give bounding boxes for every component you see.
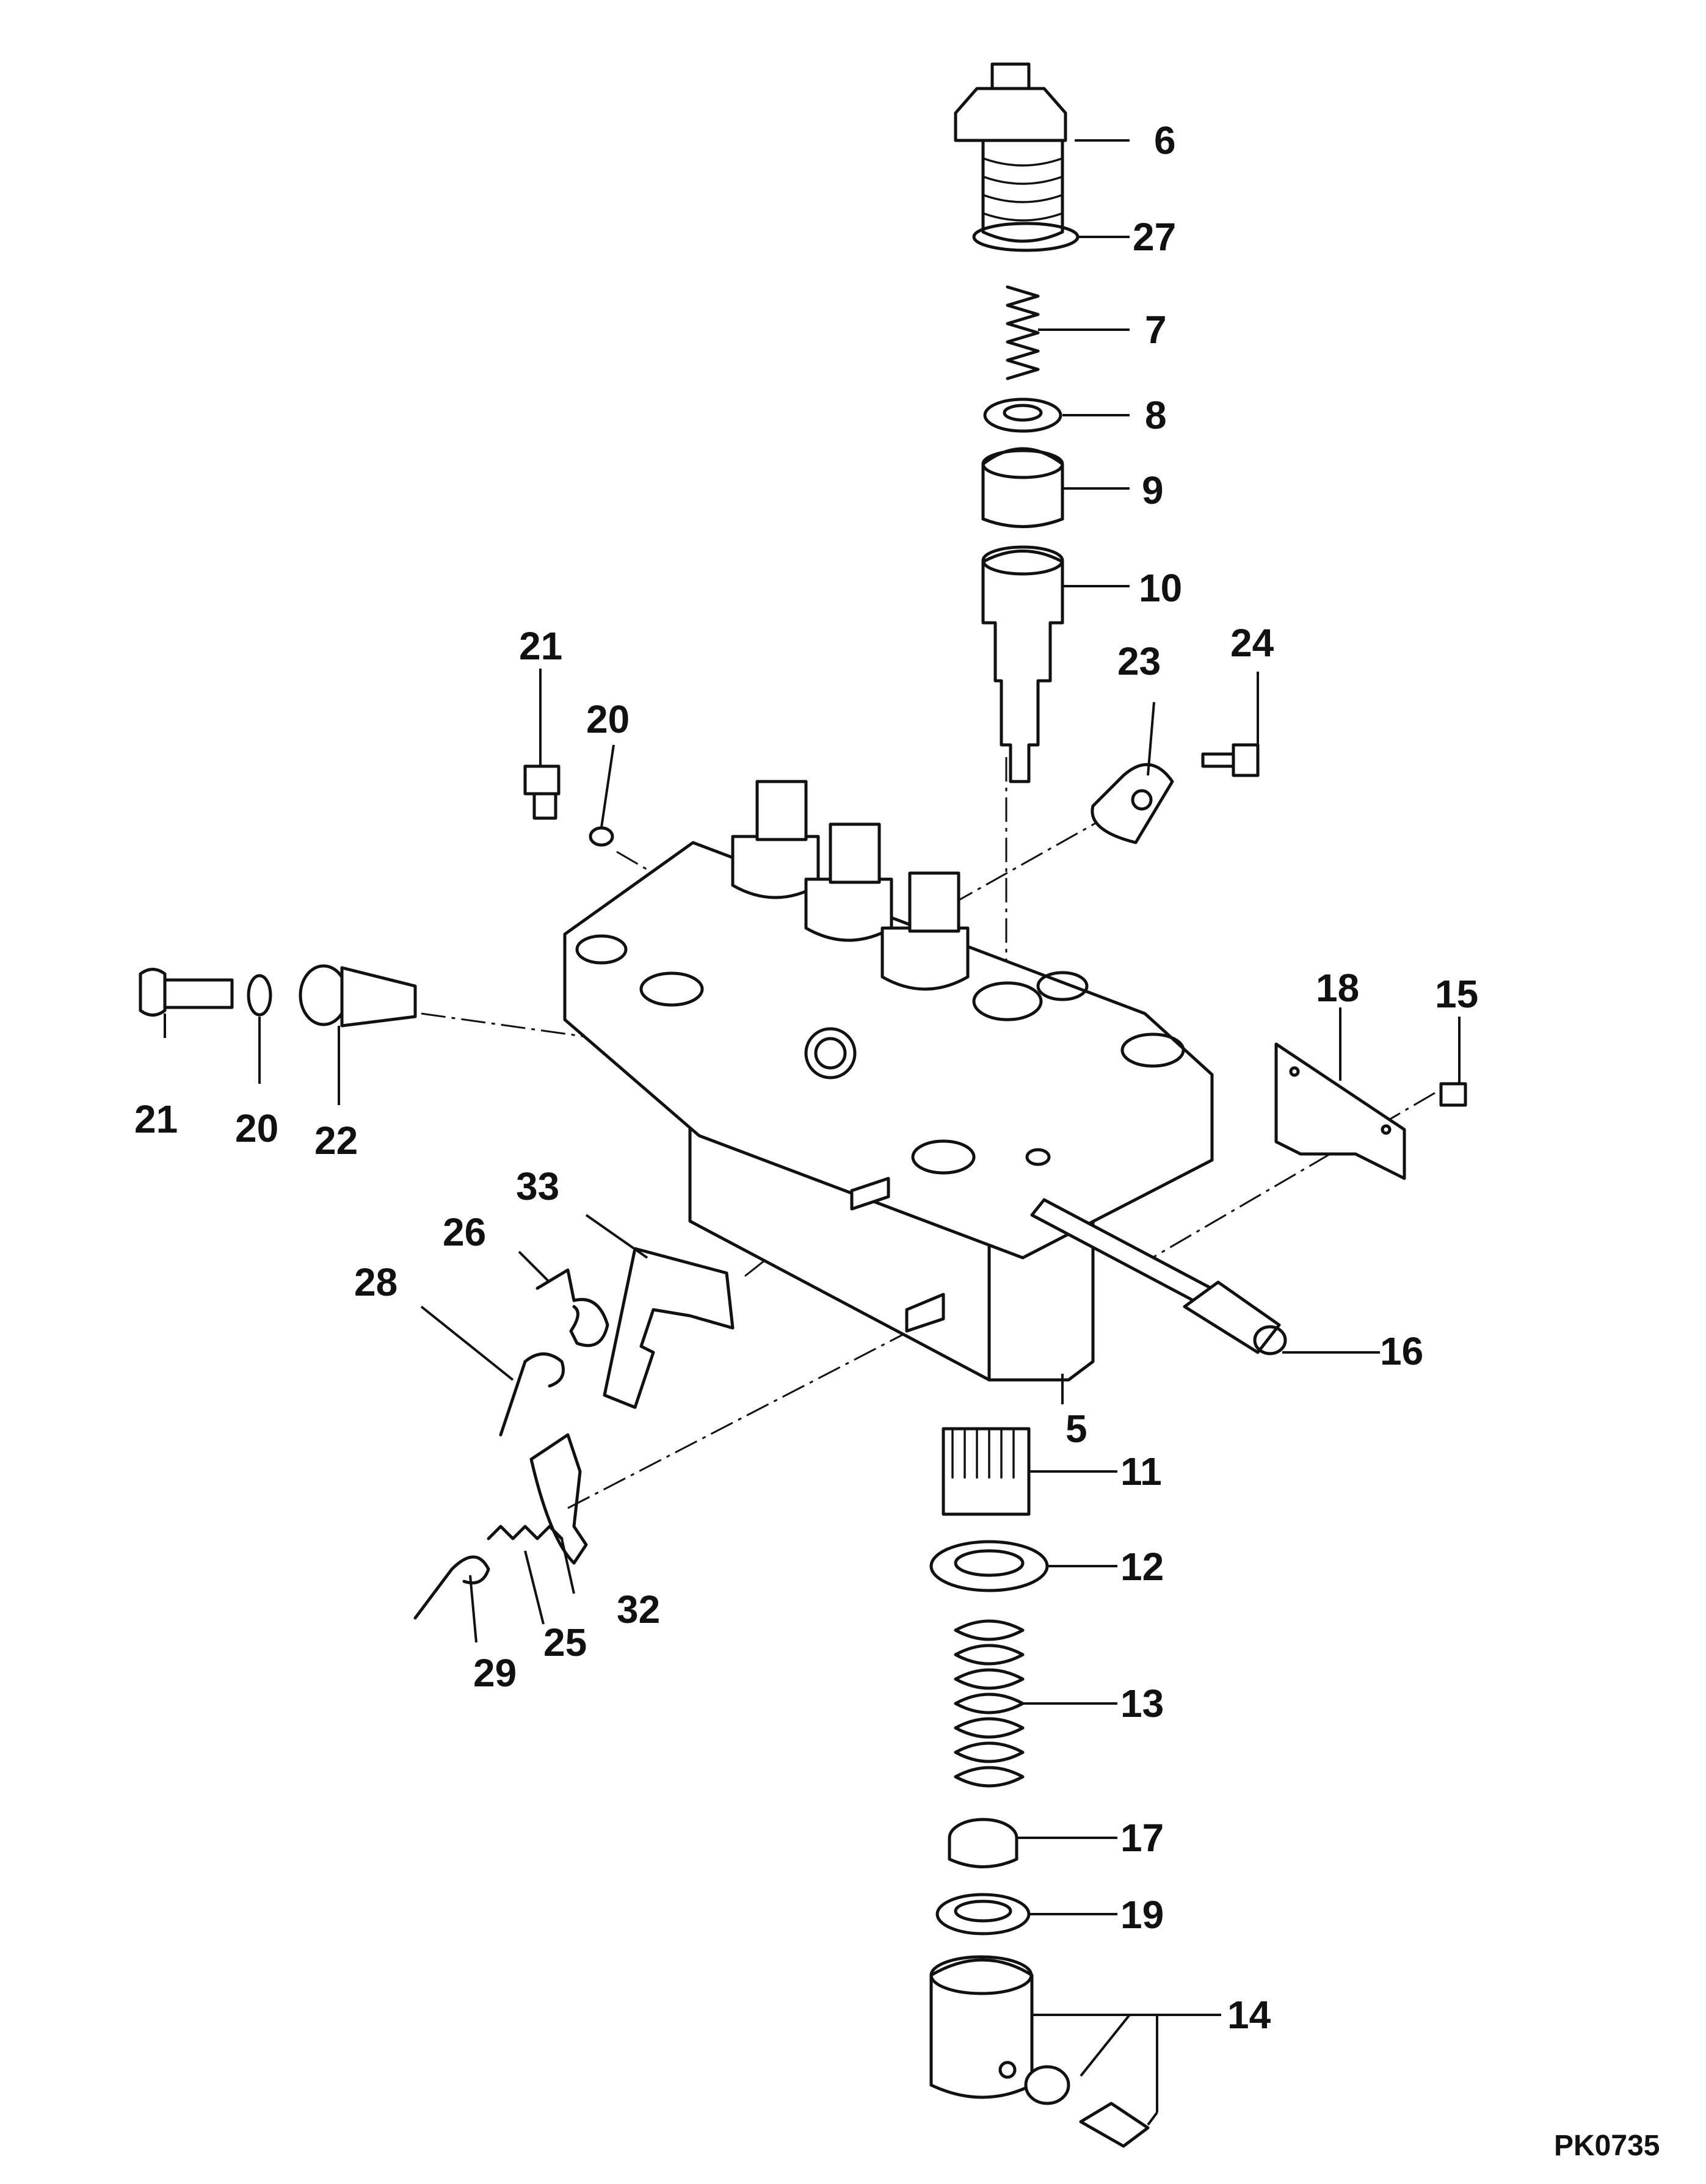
washer-8 bbox=[983, 397, 1062, 433]
washer-12 bbox=[929, 1540, 1049, 1592]
label-32: 32 bbox=[617, 1587, 660, 1631]
label-12: 12 bbox=[1120, 1545, 1164, 1589]
spring-25 bbox=[487, 1525, 564, 1540]
lever-33 bbox=[603, 1247, 735, 1409]
spring-26 bbox=[535, 1268, 609, 1348]
label-14: 14 bbox=[1227, 1993, 1271, 2037]
label-21-lower: 21 bbox=[134, 1097, 178, 1141]
pump-outlets bbox=[731, 780, 970, 991]
label-26: 26 bbox=[443, 1210, 486, 1254]
label-10: 10 bbox=[1139, 566, 1182, 610]
reference-code: PK0735 bbox=[1554, 2130, 1660, 2162]
label-5: 5 bbox=[1065, 1407, 1087, 1451]
label-8: 8 bbox=[1145, 393, 1167, 437]
spring-13 bbox=[954, 1619, 1025, 1788]
clip-28 bbox=[499, 1352, 565, 1437]
washer-20-upper bbox=[589, 826, 614, 847]
label-13: 13 bbox=[1120, 1682, 1164, 1725]
clip-29 bbox=[413, 1555, 490, 1620]
control-rod-16 bbox=[1030, 1198, 1287, 1355]
label-23: 23 bbox=[1117, 639, 1161, 683]
label-11: 11 bbox=[1120, 1449, 1162, 1493]
label-6: 6 bbox=[1154, 118, 1176, 162]
plunger-10 bbox=[981, 545, 1064, 783]
tappet-14 bbox=[929, 1955, 1150, 2148]
spring-seat-17 bbox=[948, 1818, 1018, 1868]
label-22: 22 bbox=[314, 1119, 358, 1163]
label-20-lower: 20 bbox=[235, 1106, 278, 1150]
label-9: 9 bbox=[1142, 468, 1164, 512]
housing-pin-upper bbox=[850, 1177, 890, 1211]
washer-19 bbox=[935, 1893, 1031, 1935]
label-17: 17 bbox=[1120, 1816, 1164, 1860]
label-33: 33 bbox=[516, 1164, 559, 1208]
banjo-bolt-21-lower bbox=[139, 968, 234, 1017]
label-25: 25 bbox=[543, 1620, 587, 1664]
banjo-bolt-21-upper bbox=[523, 764, 561, 820]
banjo-fitting-22 bbox=[299, 964, 417, 1028]
delivery-valve-spring-7 bbox=[1006, 285, 1040, 380]
label-15: 15 bbox=[1435, 972, 1478, 1016]
screw-24 bbox=[1201, 743, 1260, 777]
label-21-upper: 21 bbox=[519, 624, 562, 668]
label-7: 7 bbox=[1145, 308, 1167, 352]
label-20-upper: 20 bbox=[586, 697, 630, 741]
gear-11 bbox=[942, 1427, 1031, 1516]
washer-20-lower bbox=[247, 974, 272, 1017]
delivery-valve-holder bbox=[954, 62, 1067, 243]
label-28: 28 bbox=[354, 1260, 397, 1304]
label-29: 29 bbox=[473, 1651, 517, 1695]
part-labels: 6 27 7 8 9 10 23 24 21 20 21 20 22 18 15… bbox=[134, 118, 1478, 2037]
leader-lines bbox=[164, 139, 1461, 2126]
cam-plate-23 bbox=[1091, 763, 1174, 844]
label-18: 18 bbox=[1316, 966, 1359, 1010]
delivery-valve-9 bbox=[981, 447, 1064, 528]
cover-plate-18 bbox=[1274, 1042, 1406, 1180]
label-19: 19 bbox=[1120, 1893, 1164, 1937]
label-16: 16 bbox=[1380, 1329, 1423, 1373]
screw-15 bbox=[1439, 1082, 1467, 1107]
housing-pin-lower bbox=[905, 1293, 945, 1333]
label-27: 27 bbox=[1133, 215, 1176, 259]
label-24: 24 bbox=[1230, 621, 1274, 665]
lever-32 bbox=[529, 1433, 588, 1565]
